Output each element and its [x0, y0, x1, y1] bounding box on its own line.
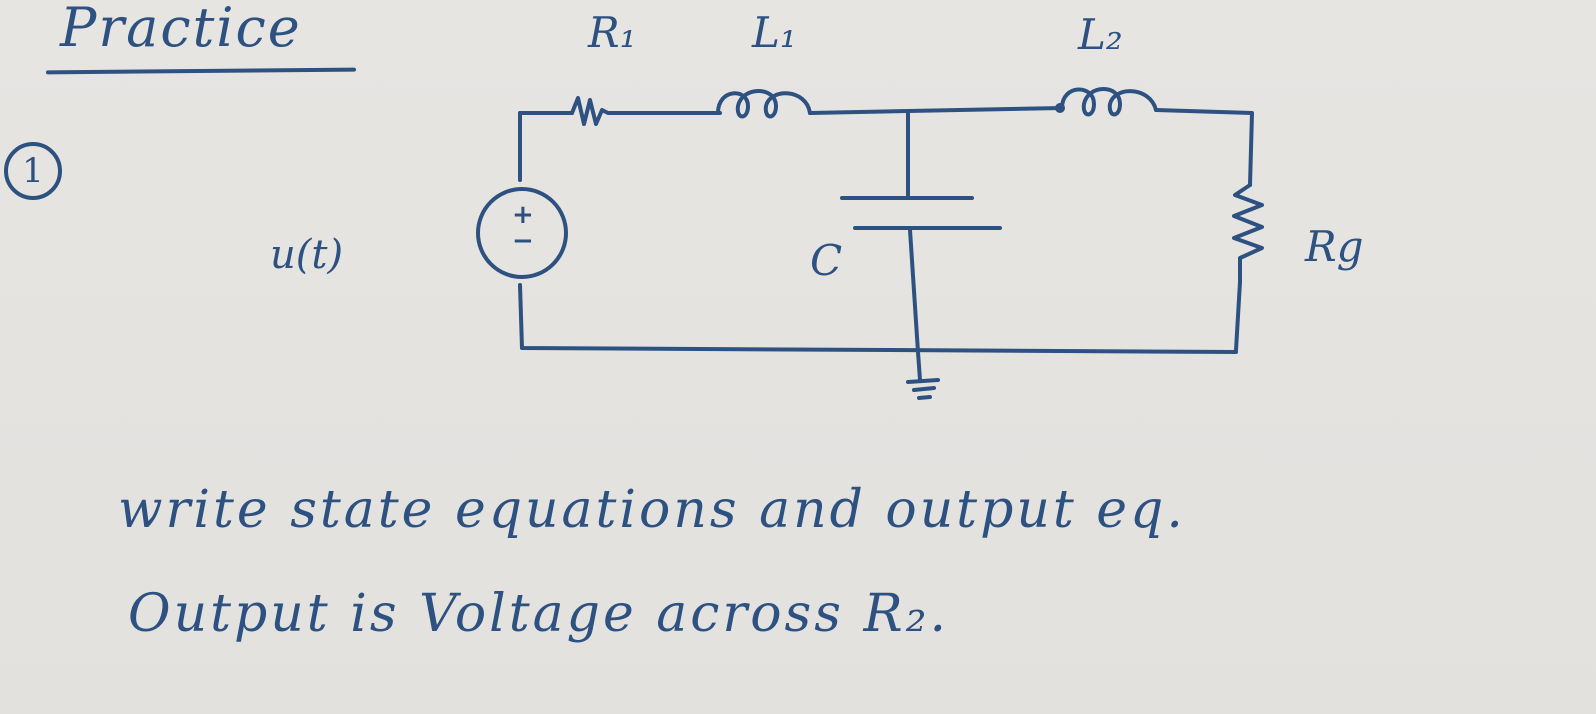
- label-r1: R₁: [588, 8, 637, 57]
- wire-bottom: [518, 283, 1238, 354]
- wire-cap-bottom: [908, 228, 922, 382]
- inductor-icon: [1060, 87, 1158, 117]
- question-number: 1: [4, 142, 62, 200]
- capacitor-icon: [840, 196, 1002, 230]
- label-l1: L₁: [752, 8, 797, 57]
- instruction-line-2: Output is Voltage across R₂.: [128, 584, 949, 644]
- label-l2: L₂: [1078, 10, 1123, 59]
- resistor-icon: [570, 96, 722, 126]
- label-source: u(t): [270, 232, 344, 278]
- wire-top-right: [1154, 108, 1254, 187]
- label-load-resistor: Rg: [1305, 222, 1364, 271]
- resistor-icon: [1232, 183, 1264, 284]
- source-minus: −: [512, 226, 534, 256]
- source-plus: +: [512, 200, 534, 230]
- label-capacitor: C: [810, 236, 843, 285]
- ground-icon: [906, 378, 940, 400]
- wire-right: [1234, 280, 1242, 352]
- voltage-source-icon: [476, 187, 568, 279]
- inductor-icon: [716, 89, 812, 119]
- wire-l1-junction: [808, 106, 1064, 115]
- page-title: Practice: [60, 0, 302, 59]
- instruction-line-1: write state equations and output eq.: [118, 480, 1186, 540]
